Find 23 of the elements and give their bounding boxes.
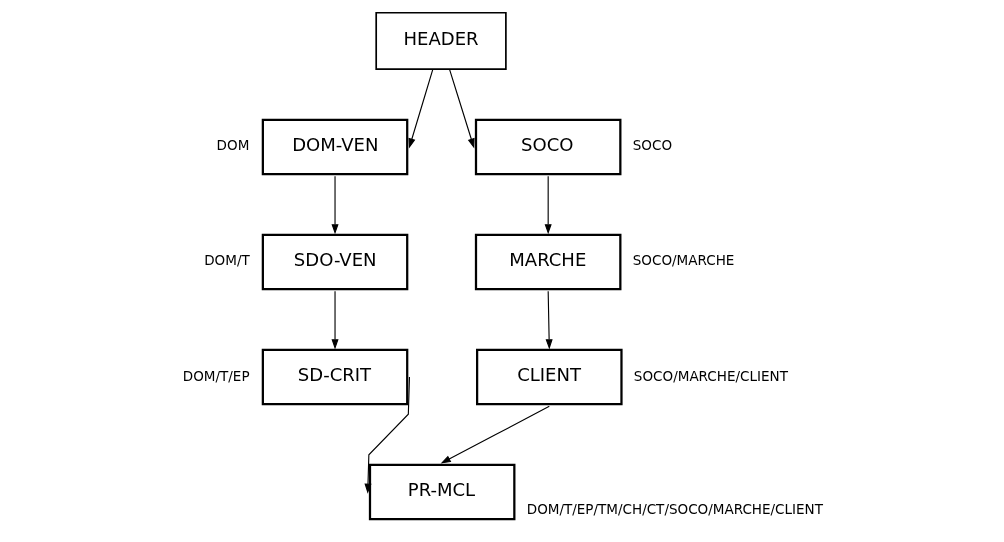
- arrow: [545, 290, 553, 350]
- node-box: SD-CRIT: [261, 348, 408, 406]
- node-box: DOM-VEN: [261, 118, 408, 176]
- node-box: SOCO: [474, 118, 621, 176]
- node-box: HEADER: [374, 11, 507, 70]
- node-label: SOCO: [632, 137, 672, 154]
- arrow: [544, 175, 552, 235]
- node-label: DOM: [216, 137, 249, 154]
- arrow: [330, 175, 339, 235]
- arrow: [363, 376, 410, 494]
- node-label: DOM/T/EP/TM/CH/CT/SOCO/MARCHE/CLIENT: [526, 501, 823, 518]
- node-box: CLIENT: [475, 348, 623, 406]
- node-label: SOCO/MARCHE: [632, 252, 734, 269]
- node-label: DOM/T/EP: [182, 367, 250, 384]
- node-box: SDO-VEN: [261, 233, 408, 291]
- node-label: DOM/T: [203, 252, 250, 269]
- node-label: SOCO/MARCHE/CLIENT: [633, 367, 788, 384]
- node-box: PR-MCL: [368, 463, 515, 521]
- arrow: [330, 290, 339, 350]
- arrow: [408, 69, 433, 149]
- node-box: MARCHE: [474, 233, 621, 291]
- arrow: [448, 69, 475, 149]
- arrow: [440, 405, 550, 464]
